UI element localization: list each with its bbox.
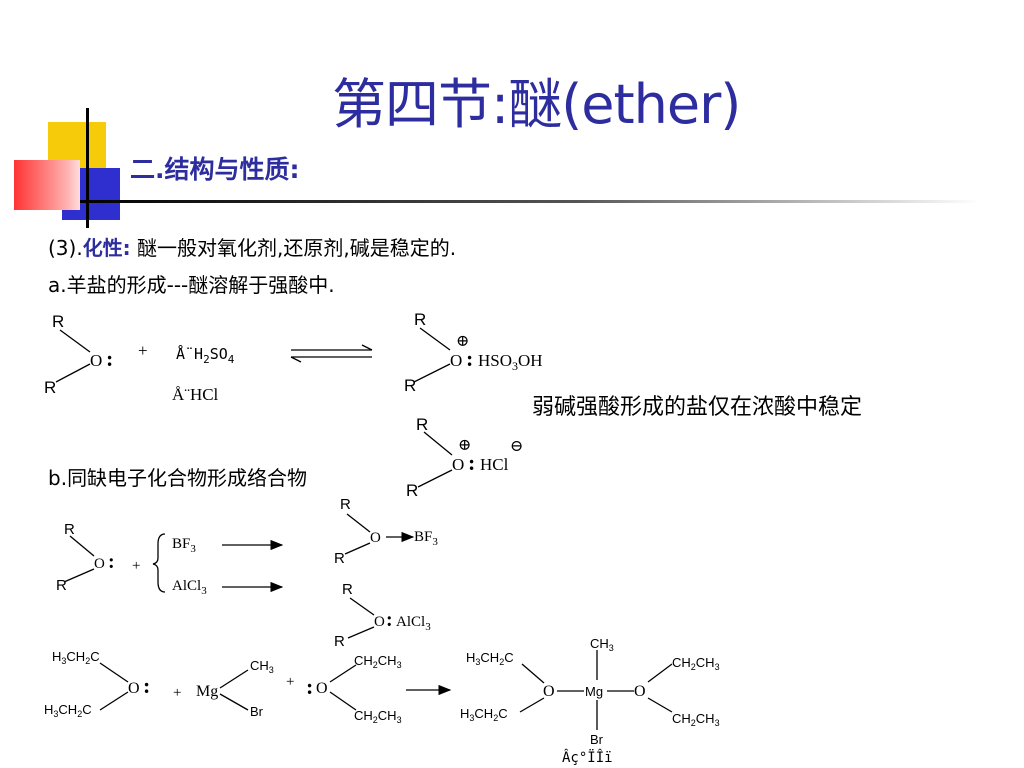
bromine: Br: [590, 732, 604, 747]
chem-plus: +: [138, 341, 148, 360]
oplus-sign: ⊕: [458, 437, 471, 454]
ch3-group: CH3: [250, 658, 274, 675]
alcl3: AlCl3: [396, 614, 431, 633]
line1-text: 醚一般对氧化剂,还原剂,碱是稳定的.: [137, 236, 457, 260]
chem-r: R: [44, 378, 56, 397]
hso3oh: HSO3OH: [478, 351, 543, 373]
ch2ch3-group: CH2CH3: [354, 708, 402, 725]
oplus-sign: ⊕: [456, 333, 469, 350]
h3ch2c-group: H3CH2C: [466, 650, 514, 667]
decor-vertical-line: [86, 108, 89, 228]
alcl3: AlCl3: [172, 578, 207, 597]
chem-plus: +: [173, 685, 181, 701]
ch2ch3-group: CH2CH3: [354, 653, 402, 670]
chem-colon: :: [306, 674, 313, 699]
chem-o: O: [450, 351, 462, 370]
reagent-hcl: Å¨HCl: [172, 385, 219, 404]
chem-r: R: [414, 310, 426, 329]
chem-o: O: [94, 556, 105, 572]
line2-text: 羊盐的形成---醚溶解于强酸中.: [66, 273, 335, 297]
reagent-h2so4: Å¨H2SO4: [176, 344, 235, 366]
bf3: BF3: [414, 529, 438, 548]
section-subtitle: 二.结构与性质:: [130, 155, 300, 184]
chem-r: R: [334, 550, 345, 567]
h3ch2c-group: H3CH2C: [460, 706, 508, 723]
text-line-oxonium: a.羊盐的形成---醚溶解于强酸中.: [48, 275, 335, 295]
stability-note: 弱碱强酸形成的盐仅在浓酸中稳定: [532, 395, 863, 420]
text-line-complex: b.同缺电子化合物形成络合物: [48, 468, 307, 488]
chem-hcl: HCl: [480, 455, 509, 474]
chem-colon: :: [468, 450, 475, 475]
chem-plus: +: [286, 674, 294, 690]
chem-colon: :: [108, 551, 115, 573]
chem-r: R: [334, 633, 345, 650]
chem-r: R: [406, 481, 418, 500]
line3-text: 同缺电子化合物形成络合物: [67, 466, 308, 490]
chem-o: O: [374, 614, 385, 630]
bf3: BF3: [172, 536, 196, 555]
h3ch2c-group: H3CH2C: [52, 649, 100, 666]
ch2ch3-group: CH2CH3: [672, 711, 720, 728]
chem-r: R: [340, 496, 351, 513]
chem-o: O: [543, 683, 555, 700]
page-title: 第四节:醚(ether): [332, 73, 741, 136]
chem-o: O: [90, 351, 102, 370]
mg-center: Mg: [585, 684, 603, 699]
line1-keyword: 化性:: [82, 236, 131, 260]
decor-red-square: [14, 160, 80, 210]
chem-colon: :: [106, 346, 113, 371]
text-line-chemical-property: (3).化性: 醚一般对氧化剂,还原剂,碱是稳定的.: [48, 238, 456, 258]
ch2ch3-group: CH2CH3: [672, 655, 720, 672]
ch3-group: CH3: [590, 636, 614, 653]
line2-prefix: a.: [48, 273, 67, 297]
chem-o: O: [634, 683, 646, 700]
chem-o: O: [370, 530, 381, 546]
chem-colon: :: [386, 609, 393, 631]
chem-colon: :: [466, 346, 473, 371]
chem-o: O: [128, 680, 140, 697]
complex-label: Âç°ÏÎï: [562, 748, 613, 766]
magnesium: Mg: [196, 683, 218, 700]
title-rule: [80, 200, 980, 203]
h3ch2c-group: H3CH2C: [44, 702, 92, 719]
chem-plus: +: [132, 558, 140, 574]
chem-r: R: [64, 521, 75, 538]
chem-o: O: [316, 680, 328, 697]
chem-colon: :: [143, 673, 150, 698]
line1-prefix: (3).: [48, 236, 83, 260]
decor-blocks: [0, 100, 140, 230]
ominus-sign: ⊖: [510, 438, 523, 455]
chem-r: R: [342, 581, 353, 598]
chem-o: O: [452, 455, 464, 474]
bromine: Br: [250, 704, 264, 719]
chem-r: R: [52, 312, 64, 331]
chem-r: R: [416, 415, 428, 434]
line3-prefix: b.: [48, 466, 68, 490]
chem-r: R: [56, 577, 67, 594]
chem-r: R: [404, 376, 416, 395]
